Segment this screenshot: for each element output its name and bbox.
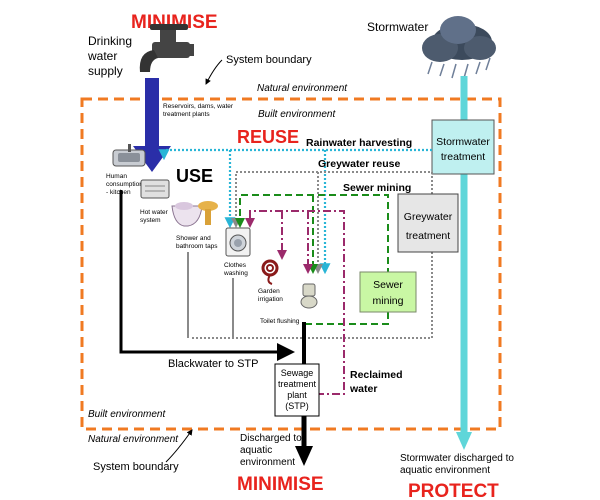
svg-text:treatment: treatment — [278, 379, 317, 389]
sewer-mining-box: Sewer mining — [359, 271, 417, 313]
svg-text:Greywater: Greywater — [404, 211, 453, 223]
stormwater-discharged-label: Stormwater discharged to aquatic environ… — [400, 453, 514, 476]
drinking-water-label: Drinking water supply — [87, 34, 132, 78]
clothes-washing-label: Clothes washing — [223, 262, 248, 277]
grey-drain-lines — [187, 252, 234, 338]
svg-text:Hot water: Hot water — [140, 209, 169, 216]
svg-text:supply: supply — [88, 64, 123, 78]
system-boundary-bottom-pointer — [165, 429, 193, 463]
svg-text:washing: washing — [223, 270, 248, 277]
greywater-reuse-label: Greywater reuse — [318, 158, 400, 170]
svg-text:system: system — [140, 217, 161, 224]
natural-env-top-label: Natural environment — [257, 83, 348, 94]
svg-text:Drinking: Drinking — [88, 34, 132, 48]
svg-text:Stormwater: Stormwater — [436, 136, 490, 148]
svg-text:irrigation: irrigation — [258, 296, 283, 303]
reuse-heading: REUSE — [237, 127, 299, 147]
hose-icon — [261, 259, 279, 285]
system-boundary-top-pointer — [205, 59, 223, 85]
svg-text:Discharged to: Discharged to — [240, 433, 302, 444]
svg-text:consumption: consumption — [106, 181, 143, 188]
svg-text:mining: mining — [373, 295, 404, 307]
svg-text:Garden: Garden — [258, 288, 280, 295]
stp-box: Sewage treatment plant (STP) — [274, 363, 320, 417]
toilet-icon — [300, 283, 318, 309]
hot-water-icon — [140, 179, 170, 199]
svg-text:Reclaimed: Reclaimed — [350, 369, 403, 381]
svg-text:Clothes: Clothes — [224, 262, 247, 269]
hot-water-label: Hot water system — [140, 209, 169, 224]
built-env-top-label: Built environment — [258, 109, 336, 120]
svg-text:aquatic environment: aquatic environment — [400, 465, 490, 476]
use-heading: USE — [176, 166, 213, 186]
sewer-mining-label: Sewer mining — [343, 182, 411, 194]
system-boundary-bottom-label: System boundary — [93, 461, 179, 473]
basin-icon — [198, 201, 218, 225]
discharge-arrowhead — [295, 446, 313, 466]
blackwater-lines — [119, 190, 295, 361]
system-boundary-top-label: System boundary — [226, 54, 312, 66]
washing-machine-icon — [225, 227, 251, 257]
svg-text:treatment: treatment — [406, 230, 450, 242]
minimise-bottom-heading: MINIMISE — [237, 474, 324, 495]
discharged-label: Discharged to aquatic environment — [240, 433, 302, 468]
built-env-bottom-label: Built environment — [88, 409, 166, 420]
system-boundary — [80, 97, 502, 431]
svg-text:plant: plant — [287, 390, 307, 400]
rainwater-harvesting-label: Rainwater harvesting — [306, 137, 412, 149]
svg-text:Sewer: Sewer — [373, 279, 403, 291]
natural-env-bottom-label: Natural environment — [88, 434, 179, 445]
bathtub-icon — [171, 202, 203, 227]
svg-text:environment: environment — [240, 457, 295, 468]
greywater-treatment-box: Greywater treatment — [397, 193, 459, 253]
stormwater-label: Stormwater — [367, 20, 428, 34]
svg-text:treatment: treatment — [441, 151, 485, 163]
greywater-reuse-lines — [192, 171, 433, 339]
svg-text:(STP): (STP) — [285, 401, 309, 411]
svg-text:treatment plants: treatment plants — [163, 111, 210, 118]
protect-heading: PROTECT — [408, 481, 499, 500]
svg-text:Shower and: Shower and — [176, 235, 211, 242]
svg-text:- kitchen: - kitchen — [106, 189, 131, 196]
blackwater-label: Blackwater to STP — [168, 358, 258, 370]
sewer-mining-lines — [235, 194, 389, 325]
svg-text:water: water — [87, 49, 117, 63]
sink-icon — [112, 144, 146, 167]
stormwater-pipe-arrowhead — [456, 432, 472, 450]
svg-text:water: water — [349, 383, 377, 395]
reclaimed-water-lines — [245, 210, 345, 395]
stormwater-treatment-box: Stormwater treatment — [431, 119, 495, 175]
shower-label: Shower and bathroom taps — [176, 235, 218, 250]
reservoirs-label: Reservoirs, dams, water treatment plants — [163, 103, 234, 118]
svg-text:Sewage: Sewage — [281, 368, 314, 378]
svg-text:bathroom taps: bathroom taps — [176, 243, 218, 250]
svg-text:aquatic: aquatic — [240, 445, 272, 456]
reclaimed-water-label: Reclaimed water — [349, 369, 403, 395]
human-consumption-label: Human consumption - kitchen — [106, 173, 143, 196]
tap-icon — [139, 24, 194, 72]
svg-text:Stormwater discharged to: Stormwater discharged to — [400, 453, 514, 464]
toilet-flushing-label: Toilet flushing — [260, 318, 300, 325]
cloud-rain-icon — [422, 16, 496, 79]
garden-irrigation-label: Garden irrigation — [258, 288, 283, 303]
svg-text:Reservoirs, dams, water: Reservoirs, dams, water — [163, 103, 234, 110]
svg-text:Human: Human — [106, 173, 127, 180]
